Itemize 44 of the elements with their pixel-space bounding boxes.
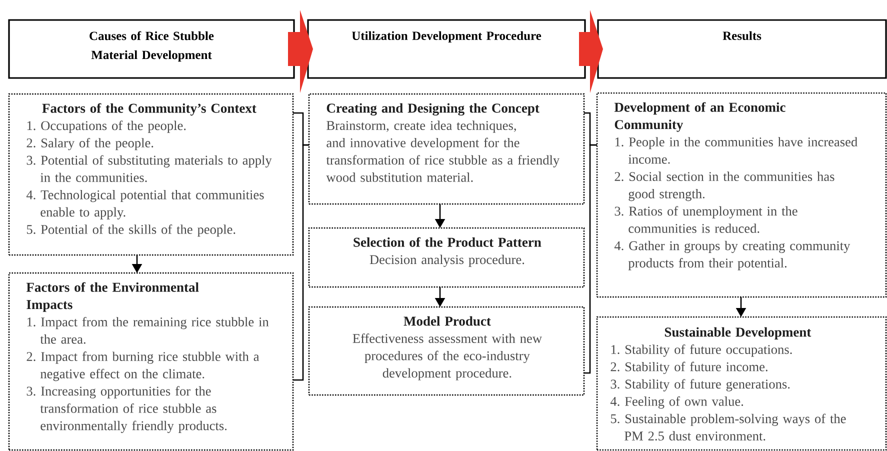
text-box bbox=[308, 306, 585, 396]
list-item: 1. Stability of future occupations. bbox=[611, 344, 792, 357]
list-item: 3. Ratios of unemployment in the communities is reduced. bbox=[614, 206, 798, 233]
block-arrow bbox=[288, 10, 313, 93]
box-text: Brainstorm, create idea techniques, and innovative development for the transformation of rice stubble as a friendly wood substitution material. bbox=[326, 120, 560, 182]
list-item: 4. Feeling of own value. bbox=[610, 396, 744, 409]
text-box bbox=[8, 272, 294, 451]
list-item: 1. Occupations of the people. bbox=[27, 120, 186, 133]
box-text: Decision analysis procedure. bbox=[370, 254, 524, 267]
box-text: Effectiveness assessment with new procedures of the eco-industry development procedure. bbox=[352, 334, 542, 380]
box-heading: Model Product bbox=[404, 316, 491, 326]
text-box bbox=[8, 93, 294, 256]
bracket-connector bbox=[584, 144, 597, 374]
text-box bbox=[596, 92, 887, 298]
text-box bbox=[308, 93, 585, 205]
list-item: 3. Increasing opportunities for the transformation of rice stubble as environmentally friendly products. bbox=[26, 386, 227, 433]
list-item: 2. Social section in the communities has good strength. bbox=[614, 172, 834, 202]
list-item: 1. People in the communities have increased income. bbox=[615, 137, 858, 164]
box-heading: Sustainable Development bbox=[664, 327, 812, 340]
box-heading: Creating and Designing the Concept bbox=[326, 103, 540, 116]
list-item: 2. Impact from burning rice stubble with a negative effect on the climate. bbox=[26, 352, 260, 382]
box-heading: Selection of the Product Pattern bbox=[354, 237, 542, 247]
header-title: Results bbox=[722, 31, 762, 40]
list-item: 5. Sustainable problem-solving ways of the PM 2.5 dust environment. bbox=[610, 414, 846, 441]
bracket-connector bbox=[293, 144, 309, 381]
text-box bbox=[308, 227, 585, 288]
column-header bbox=[307, 19, 586, 79]
block-arrow bbox=[579, 10, 603, 93]
box-heading: Factors of the Community’s Context bbox=[42, 103, 256, 116]
list-item: 3. Potential of substituting materials to apply in the communities. bbox=[26, 155, 272, 182]
list-item: 4. Technological potential that communities enable to apply. bbox=[26, 190, 264, 220]
text-box bbox=[596, 316, 887, 451]
column-header bbox=[8, 19, 295, 79]
list-item: 4. Gather in groups by creating community products from their potential. bbox=[614, 240, 850, 270]
list-item: 5. Potential of the skills of the people. bbox=[26, 224, 236, 237]
list-item: 2. Stability of future income. bbox=[610, 362, 768, 374]
header-title: Utilization Development Procedure bbox=[352, 31, 542, 43]
column-header bbox=[597, 19, 887, 79]
header-title: Causes of Rice Stubble Material Development bbox=[90, 31, 214, 62]
box-heading: Development of an Economic Community bbox=[614, 102, 786, 132]
box-heading: Factors of the Environmental Impacts bbox=[26, 282, 199, 312]
list-item: 2. Salary of the people. bbox=[26, 138, 154, 150]
list-item: 3. Stability of future generations. bbox=[610, 379, 790, 392]
list-item: 1. Impact from the remaining rice stubble in the area. bbox=[27, 316, 269, 344]
